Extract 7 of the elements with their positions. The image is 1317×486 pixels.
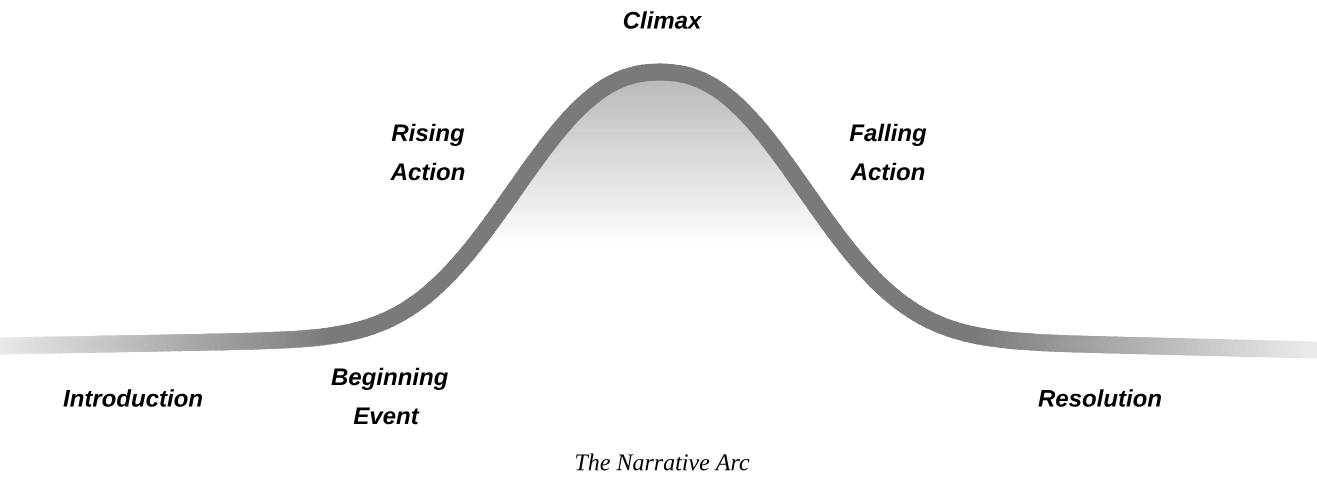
stage-label: Resolution [1038,389,1161,407]
caption: The Narrative Arc [576,453,750,471]
stage-label: Climax [623,11,703,29]
stage-label: Rising Action [390,123,465,181]
stage-label: Beginning Event [331,367,448,425]
stage-label: Introduction [63,389,202,407]
stage-label: Falling Action [849,123,927,181]
